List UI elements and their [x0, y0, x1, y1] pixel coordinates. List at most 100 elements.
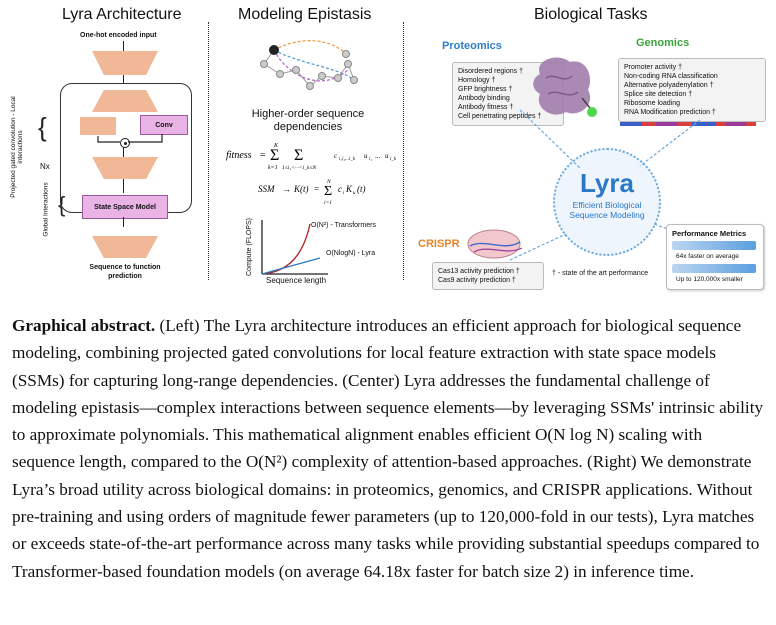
chart-xlabel: Sequence length [266, 276, 327, 285]
global-label: Global Interactions [42, 182, 50, 237]
svg-text:...: ... [375, 152, 381, 160]
genomics-item: RNA Modification prediction † [624, 109, 716, 116]
epistasis-subtitle: Higher-order sequence dependencies [248, 108, 368, 134]
genomics-item: Ribosome loading [624, 100, 681, 107]
arrow [123, 147, 125, 157]
svg-text:u: u [353, 191, 356, 196]
gate-connectors [97, 134, 163, 143]
output-projection-block [92, 157, 158, 179]
metric-bar-1 [672, 241, 756, 250]
arrow [123, 75, 125, 83]
caption-text: (Left) The Lyra architecture introduces … [12, 316, 764, 581]
side-label-container: Projected gated convolution - Local inte… [10, 92, 24, 202]
input-label: One-hot encoded input [80, 32, 157, 39]
transformers-label: O(N²) - Transformers [311, 222, 376, 229]
svg-text:Σ: Σ [270, 147, 279, 164]
svg-text:i₁: i₁ [369, 157, 372, 162]
rna-strand-icon [620, 122, 756, 126]
svg-text:u: u [364, 152, 368, 160]
gate-block [80, 117, 116, 135]
multiply-dot [123, 141, 127, 145]
fitness-equation: fitness = Σ K k=1 Σ 1≤i₁<···<i_k≤N c i₁i… [226, 143, 397, 171]
nx-label: Nx [40, 162, 50, 171]
svg-text:(t): (t) [357, 184, 366, 194]
metrics-title: Performance Metrics [672, 229, 747, 238]
genomics-list: Promoter activity † Non-coding RNA class… [618, 58, 766, 122]
svg-text:fitness: fitness [226, 150, 252, 161]
svg-text:K: K [345, 184, 353, 194]
proteomics-item: GFP brightness † [458, 86, 513, 93]
output-label: Sequence to function prediction [86, 263, 164, 281]
arrow [123, 179, 125, 193]
svg-text:Σ: Σ [324, 184, 332, 199]
svg-text:N: N [326, 179, 331, 185]
crispr-complex-icon [467, 229, 523, 259]
epistasis-subtitle-line1: Higher-order sequence [251, 108, 365, 120]
multiply-node [120, 138, 130, 148]
ssm-block: State Space Model [82, 195, 168, 219]
lyra-tagline-line2: Sequence Modeling [569, 210, 645, 220]
svg-text:i=1: i=1 [324, 200, 332, 206]
svg-text:Σ: Σ [294, 147, 303, 164]
metric-item-1: 64x faster on average [676, 253, 739, 260]
metric-item-2: Up to 120,000x smaller [676, 276, 743, 283]
epistasis-title: Modeling Epistasis [238, 6, 372, 23]
figure-caption: Graphical abstract. (Left) The Lyra arch… [12, 312, 766, 585]
svg-text:i_k: i_k [390, 157, 397, 162]
lyra-circle [553, 148, 661, 256]
genomics-item: Alternative polyadenylation † [624, 82, 714, 89]
svg-text:c: c [338, 184, 342, 194]
proteomics-item: Disordered regions † [458, 68, 523, 75]
svg-text:c: c [334, 152, 338, 160]
crispr-label: CRISPR [418, 238, 460, 250]
genomics-item: Splice site detection † [624, 91, 693, 98]
epistasis-graph [260, 40, 358, 90]
complexity-chart [261, 220, 328, 275]
input-projection-block [92, 51, 158, 75]
decoder-block [92, 236, 158, 258]
proteomics-item: Antibody fitness † [458, 104, 514, 111]
svg-text:1≤i₁<···<i_k≤N: 1≤i₁<···<i_k≤N [282, 165, 316, 171]
lyra-connectors [509, 109, 701, 261]
crispr-list: Cas13 activity prediction † Cas9 activit… [432, 262, 544, 290]
architecture-title: Lyra Architecture [62, 6, 182, 23]
output-label-line1: Sequence to function [89, 264, 161, 271]
output-label-line2: prediction [108, 273, 142, 280]
genomics-item: Non-coding RNA classification [624, 73, 718, 80]
svg-text:→: → [282, 184, 291, 194]
svg-text:SSM: SSM [258, 184, 275, 194]
svg-text:K(t): K(t) [293, 184, 309, 194]
lyra-label: O(NlogN) - Lyra [326, 250, 376, 257]
arrow [123, 41, 125, 51]
protein-structure-icon [533, 57, 597, 117]
svg-text:i: i [343, 191, 345, 196]
divider-right [403, 22, 404, 280]
lyra-tagline: Efficient Biological Sequence Modeling [553, 200, 661, 220]
side-label: Projected gated convolution - Local inte… [10, 96, 24, 198]
arrow [123, 217, 125, 227]
svg-text:=: = [260, 150, 266, 161]
proteomics-label: Proteomics [442, 40, 502, 52]
caption-lead: Graphical abstract. [12, 316, 156, 335]
local-projection-block [92, 90, 158, 112]
epistasis-subtitle-line2: dependencies [273, 121, 343, 133]
crispr-item: Cas13 activity prediction † [438, 268, 520, 275]
ssm-equation: SSM → K(t) = Σ N i=1 c i K u (t) [258, 179, 366, 206]
svg-text:=: = [314, 184, 319, 194]
svg-text:K: K [273, 143, 279, 149]
proteomics-item: Antibody binding [458, 95, 510, 102]
lyra-tagline-line1: Efficient Biological [572, 200, 642, 210]
genomics-label: Genomics [636, 37, 690, 49]
genomics-item: Promoter activity † [624, 64, 682, 71]
tasks-title: Biological Tasks [534, 6, 648, 23]
chart-ylabel: Compute (FLOPS) [246, 218, 253, 276]
brace: { [58, 192, 66, 217]
proteomics-item: Cell penetrating peptides † [458, 113, 542, 120]
metric-bar-2 [672, 264, 756, 273]
sota-note: † - state of the art performance [552, 270, 649, 277]
brace: { [38, 112, 47, 142]
performance-metrics-card [666, 224, 764, 290]
svg-text:i₁i₂...i_k: i₁i₂...i_k [339, 157, 356, 162]
proteomics-item: Homology † [458, 77, 496, 84]
crispr-item: Cas9 activity prediction † [438, 277, 516, 284]
